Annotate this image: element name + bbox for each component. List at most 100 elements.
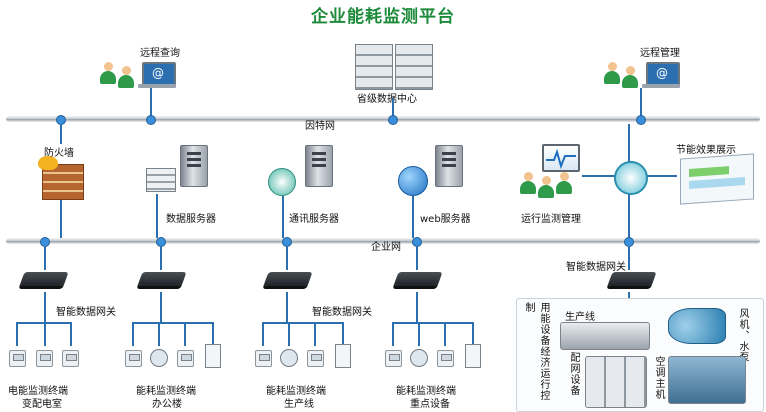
laptop-icon: @ xyxy=(642,62,680,88)
web-server-icon xyxy=(435,145,463,187)
meter-icon xyxy=(255,350,272,367)
flame-icon xyxy=(38,156,58,170)
water-meter-icon xyxy=(410,349,428,367)
firewall-icon xyxy=(42,164,84,200)
link-line xyxy=(44,292,46,322)
production-line-machine-icon xyxy=(560,322,650,350)
fan-pump-label: 风机、水泵 xyxy=(737,308,748,363)
effect-display-label: 节能效果展示 xyxy=(676,145,736,156)
link-line xyxy=(628,292,630,300)
remote-manage-label: 远程管理 xyxy=(640,48,680,59)
bus-node xyxy=(388,115,398,125)
user-icon xyxy=(556,172,572,194)
web-server-label: web服务器 xyxy=(420,214,471,225)
user-icon xyxy=(604,62,620,84)
terminal-site: 办公楼 xyxy=(152,399,182,410)
link-line xyxy=(60,200,62,238)
terminal-name: 能耗监测终端 xyxy=(396,386,456,397)
distribution-label: 配网设备 xyxy=(568,352,579,396)
chiller-icon xyxy=(668,356,746,404)
terminal-site: 重点设备 xyxy=(410,399,450,410)
comm-server-label: 通讯服务器 xyxy=(289,214,339,225)
ops-monitor-label: 运行监测管理 xyxy=(521,214,581,225)
gateway-device-icon xyxy=(263,272,313,286)
link-line xyxy=(262,322,264,346)
terminal-site: 生产线 xyxy=(284,399,314,410)
laptop-icon: @ xyxy=(138,62,176,88)
ac-host-label: 空调主机 xyxy=(653,356,664,400)
meter-icon xyxy=(125,350,142,367)
monitor-icon xyxy=(542,144,580,172)
water-meter-icon xyxy=(280,349,298,367)
router-icon xyxy=(268,168,296,196)
internet-bus xyxy=(6,116,760,122)
bus-node xyxy=(146,115,156,125)
link-line xyxy=(70,322,72,346)
gateway-label: 智能数据网关 xyxy=(312,307,372,318)
gateway-device-icon xyxy=(607,272,657,286)
meter-icon xyxy=(36,350,53,367)
server-rack-icon xyxy=(355,44,433,90)
link-line xyxy=(44,246,46,270)
terminal-name: 能耗监测终端 xyxy=(266,386,326,397)
meter-icon xyxy=(9,350,26,367)
link-line xyxy=(262,322,344,324)
display-board-icon xyxy=(680,153,754,205)
firewall-label: 防火墙 xyxy=(44,148,74,159)
link-line xyxy=(392,322,474,324)
enterprise-label: 企业网 xyxy=(371,242,401,253)
user-icon xyxy=(622,66,638,88)
link-line xyxy=(160,292,162,322)
link-line xyxy=(444,322,446,346)
link-line xyxy=(392,322,394,346)
enterprise-bus xyxy=(6,238,760,244)
gateway-device-icon xyxy=(19,272,69,286)
terminal-name: 能耗监测终端 xyxy=(136,386,196,397)
link-line xyxy=(60,124,62,144)
gateway-label: 智能数据网关 xyxy=(566,262,626,273)
link-line xyxy=(16,322,18,346)
link-line xyxy=(156,194,158,238)
gateway-device-icon xyxy=(393,272,443,286)
link-line xyxy=(342,322,344,346)
link-line xyxy=(412,196,414,238)
link-line xyxy=(286,292,288,322)
link-line xyxy=(150,88,152,116)
data-server-label: 数据服务器 xyxy=(166,214,216,225)
internet-label: 因特网 xyxy=(305,121,335,132)
link-line xyxy=(212,322,214,346)
link-line xyxy=(416,292,418,322)
water-meter-icon xyxy=(150,349,168,367)
link-line xyxy=(132,322,214,324)
link-line xyxy=(132,322,134,346)
cabinet-icon xyxy=(335,344,351,368)
link-line xyxy=(288,322,290,346)
link-line xyxy=(314,322,316,346)
link-line xyxy=(472,322,474,346)
link-line xyxy=(418,322,420,346)
storage-icon xyxy=(146,168,176,192)
user-icon xyxy=(538,176,554,198)
link-line xyxy=(160,246,162,270)
link-line xyxy=(286,246,288,270)
meter-icon xyxy=(385,350,402,367)
link-line xyxy=(640,88,642,116)
bus-node xyxy=(636,115,646,125)
user-icon xyxy=(520,172,536,194)
meter-icon xyxy=(437,350,454,367)
link-line xyxy=(282,196,284,238)
page-title: 企业能耗监测平台 xyxy=(311,7,455,27)
gateway-device-icon xyxy=(137,272,187,286)
user-icon xyxy=(118,66,134,88)
waveform-icon xyxy=(546,148,576,170)
gateway-label: 智能数据网关 xyxy=(56,307,116,318)
comm-server-icon xyxy=(305,145,333,187)
cabinet-icon xyxy=(205,344,221,368)
terminal-site: 变配电室 xyxy=(22,399,62,410)
cabinet-icon xyxy=(465,344,481,368)
fan-pump-icon xyxy=(668,308,726,344)
link-line xyxy=(184,322,186,346)
link-line xyxy=(158,322,160,346)
globe-icon xyxy=(398,166,428,196)
meter-icon xyxy=(307,350,324,367)
